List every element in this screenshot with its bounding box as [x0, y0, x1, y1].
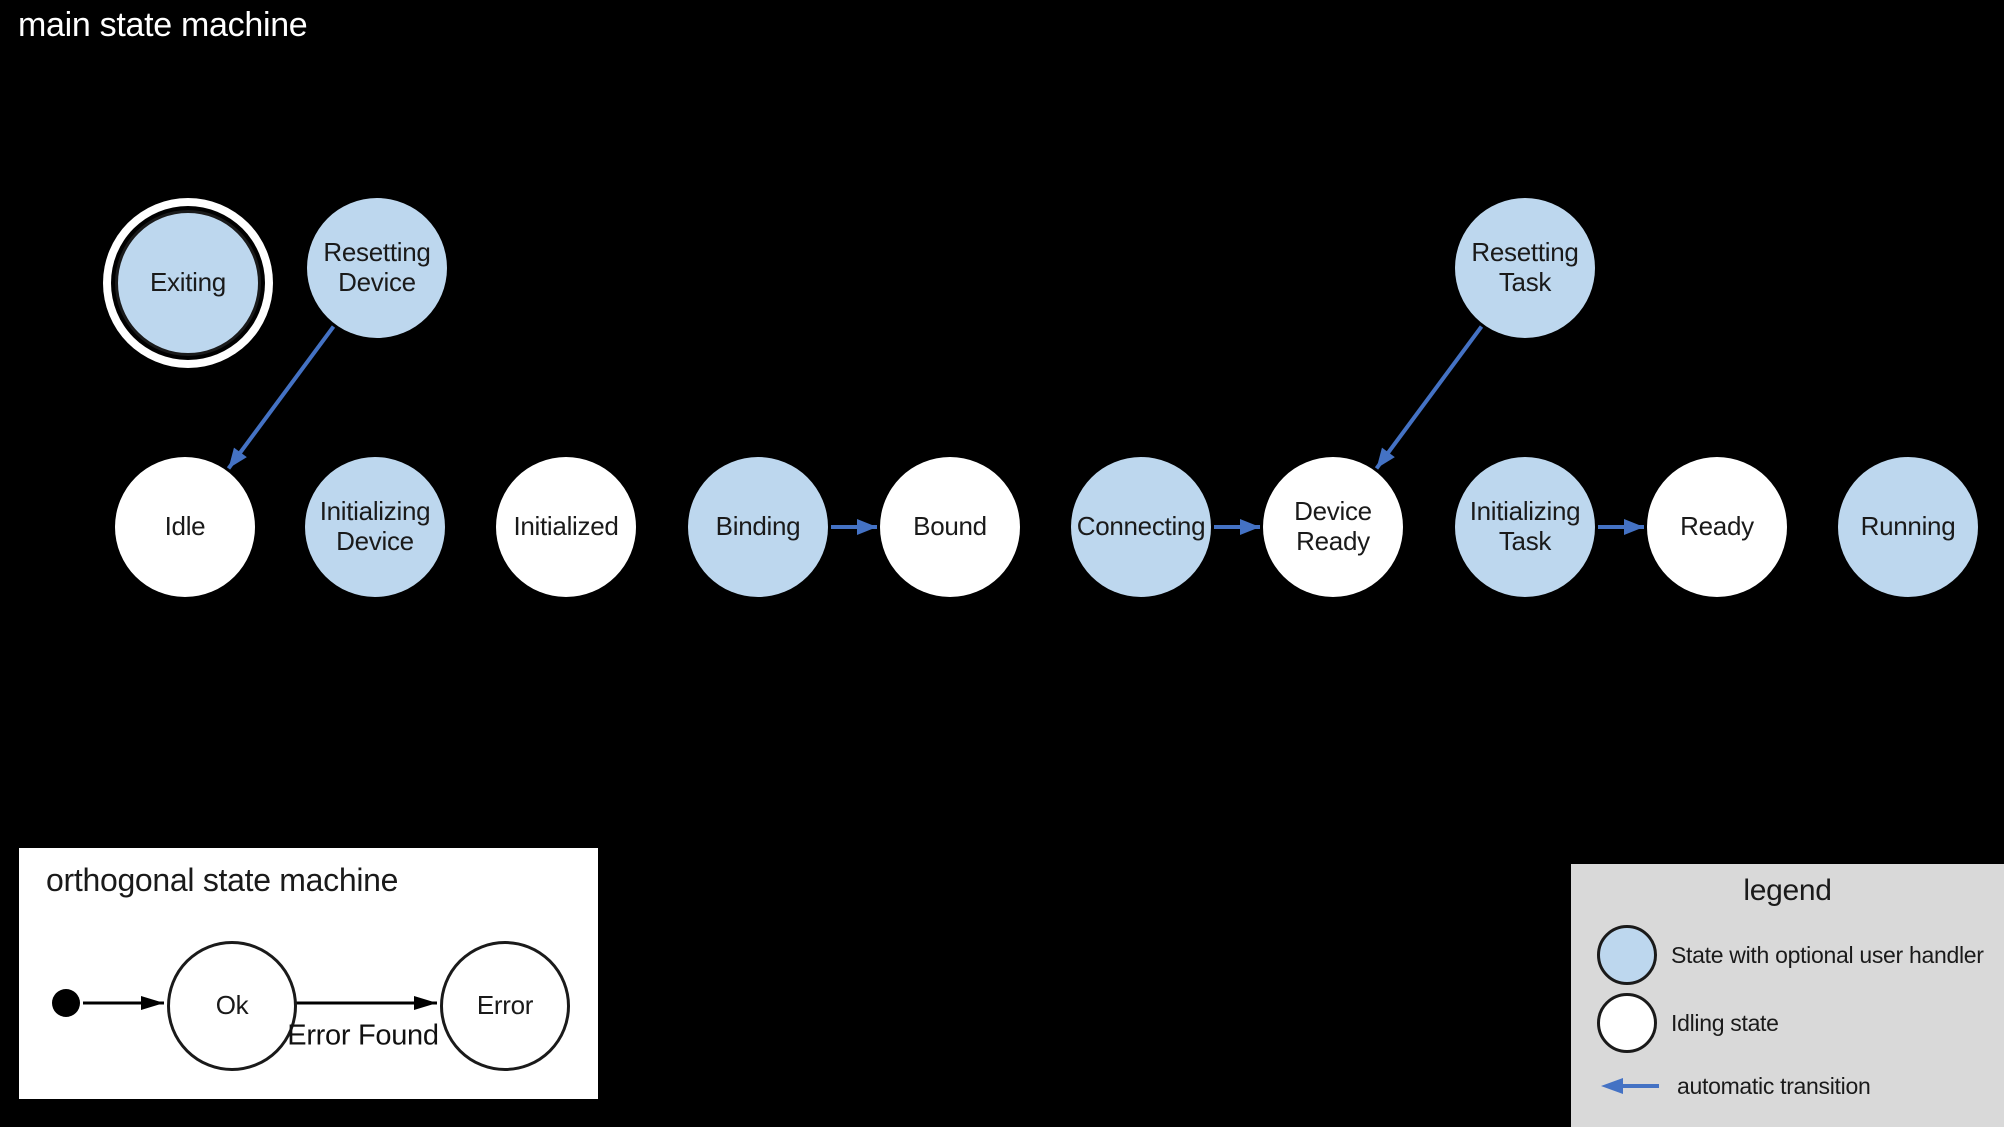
state-running: Running [1838, 457, 1978, 597]
orthogonal-machine-title: orthogonal state machine [46, 862, 399, 898]
handler-state-swatch-icon [1597, 925, 1657, 985]
state-initial [52, 989, 80, 1017]
state-label-ready: Ready [1680, 511, 1754, 542]
state-binding: Binding [688, 457, 828, 597]
legend-item-label: Idling state [1671, 1009, 1779, 1036]
transition-label-ok-error: Error Found [287, 1019, 439, 1052]
state-connecting: Connecting [1071, 457, 1211, 597]
state-exiting: Exiting [115, 210, 261, 356]
legend-panel: legend State with optional user handler … [1571, 864, 2004, 1127]
state-label-initialized: Initialized [513, 511, 619, 542]
state-label-connecting: Connecting [1076, 511, 1206, 542]
state-label-resetting-device: Resetting Device [323, 237, 431, 297]
legend-item-idling-state: Idling state [1571, 993, 2004, 1053]
state-initialized: Initialized [496, 457, 636, 597]
state-resetting-device: Resetting Device [307, 198, 447, 338]
state-label-exiting: Exiting [150, 267, 226, 298]
state-resetting-task: Resetting Task [1455, 198, 1595, 338]
state-label-binding: Binding [715, 511, 801, 542]
legend-title: legend [1743, 874, 1832, 907]
idling-state-swatch-icon [1597, 993, 1657, 1053]
legend-item-handler-state: State with optional user handler [1571, 925, 2004, 985]
legend-item-label: automatic transition [1677, 1072, 1871, 1099]
transition-arrow-resetting-task-device-ready [1374, 325, 1484, 470]
state-bound: Bound [880, 457, 1020, 597]
state-label-initializing-task: Initializing Task [1469, 496, 1581, 556]
state-label-initializing-device: Initializing Device [319, 496, 431, 556]
state-ready: Ready [1647, 457, 1787, 597]
state-label-idle: Idle [164, 511, 206, 542]
legend-item-label: State with optional user handler [1671, 941, 1984, 968]
state-label-device-ready: Device Ready [1294, 496, 1372, 556]
diagram-title: main state machine [18, 6, 308, 44]
state-label-ok: Ok [215, 990, 249, 1021]
legend-item-automatic-transition: automatic transition [1571, 1056, 2004, 1116]
state-ok: Ok [167, 941, 297, 1071]
automatic-transition-arrow-icon [1601, 1078, 1659, 1094]
state-initializing-device: Initializing Device [305, 457, 445, 597]
state-label-running: Running [1860, 511, 1956, 542]
state-device-ready: Device Ready [1263, 457, 1403, 597]
state-error: Error [440, 941, 570, 1071]
state-label-resetting-task: Resetting Task [1471, 237, 1579, 297]
state-initializing-task: Initializing Task [1455, 457, 1595, 597]
state-label-bound: Bound [913, 511, 987, 542]
state-label-error: Error [476, 990, 534, 1021]
transition-arrow-resetting-device-idle [226, 325, 336, 470]
state-idle: Idle [115, 457, 255, 597]
